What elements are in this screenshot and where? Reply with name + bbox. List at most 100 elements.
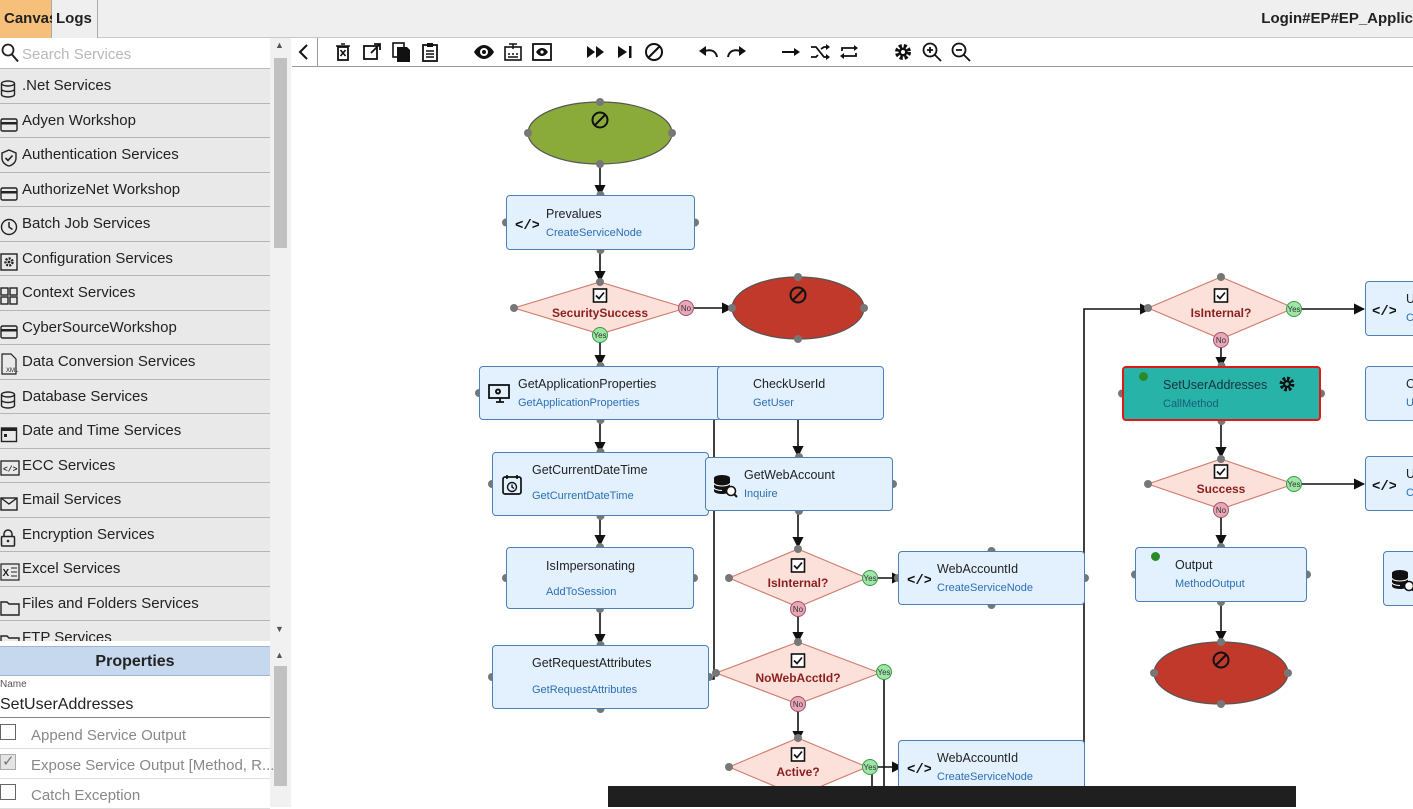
decision-node[interactable]: IsInternal? [1148, 277, 1294, 339]
props-scroll-up-icon[interactable]: ▲ [275, 650, 284, 660]
connection-port[interactable] [510, 304, 518, 312]
service-item[interactable]: Database Services [0, 380, 270, 415]
service-item[interactable]: Configuration Services [0, 242, 270, 277]
shuffle-icon[interactable] [809, 41, 831, 63]
decision-node[interactable]: Success [1148, 459, 1294, 509]
decision-node[interactable]: IsInternal? [729, 549, 867, 607]
connection-port[interactable] [794, 273, 802, 281]
connection-port[interactable] [596, 278, 604, 286]
connection-port[interactable] [728, 304, 736, 312]
search-input[interactable] [22, 43, 262, 65]
scroll-up-icon[interactable]: ▲ [275, 40, 284, 50]
flow-canvas[interactable]: SecuritySuccess IsInternal? NoWebAcctId?… [292, 67, 1413, 807]
redo-icon[interactable] [726, 41, 748, 63]
zoom-in-icon[interactable] [921, 41, 943, 63]
terminate-node[interactable] [528, 102, 672, 164]
decision-node[interactable]: NoWebAcctId? [716, 642, 880, 704]
service-item[interactable]: CyberSourceWorkshop [0, 311, 270, 346]
connection-port[interactable] [1144, 480, 1152, 488]
service-item[interactable]: Authentication Services [0, 138, 270, 173]
zoom-out-icon[interactable] [950, 41, 972, 63]
checkbox-box[interactable] [0, 784, 16, 800]
service-item[interactable]: FTPFTP Services [0, 621, 270, 641]
connection-port[interactable] [1150, 669, 1158, 677]
scroll-down-icon[interactable]: ▼ [275, 624, 284, 634]
chevron-left-icon[interactable] [293, 41, 315, 63]
arrow-right-icon[interactable] [780, 41, 802, 63]
delete-icon[interactable] [332, 41, 354, 63]
connection-port[interactable] [725, 574, 733, 582]
checkbox-box-checked[interactable] [0, 754, 16, 770]
service-list-scroll-thumb[interactable] [274, 58, 287, 248]
settings-gear-icon[interactable] [1277, 374, 1297, 398]
node-r4[interactable] [1383, 551, 1413, 606]
copy-icon[interactable] [390, 41, 412, 63]
service-item[interactable]: Batch Job Services [0, 207, 270, 242]
preview-icon[interactable] [502, 41, 524, 63]
connection-port[interactable] [1217, 455, 1225, 463]
name-field[interactable]: SetUserAddresses [0, 696, 270, 718]
connection-port[interactable] [725, 763, 733, 771]
service-item[interactable]: </>ECC Services [0, 449, 270, 484]
step-icon[interactable] [614, 41, 636, 63]
fast-forward-icon[interactable] [585, 41, 607, 63]
connection-port[interactable] [794, 638, 802, 646]
paste-icon[interactable] [419, 41, 441, 63]
service-item[interactable]: Adyen Workshop [0, 104, 270, 139]
eye-icon[interactable] [473, 41, 495, 63]
connection-port[interactable] [1217, 273, 1225, 281]
connection-port[interactable] [668, 129, 676, 137]
connection-port[interactable] [794, 545, 802, 553]
terminate-node[interactable] [1154, 642, 1288, 704]
connection-port[interactable] [1217, 700, 1225, 708]
undo-icon[interactable] [697, 41, 719, 63]
service-item[interactable]: AuthorizeNet Workshop [0, 173, 270, 208]
decision-node[interactable]: SecuritySuccess [514, 282, 686, 334]
service-item[interactable]: Date and Time Services [0, 414, 270, 449]
append-service-output-checkbox[interactable]: Append Service Output [0, 719, 270, 749]
terminate-node[interactable] [732, 277, 864, 339]
catch-exception-checkbox[interactable]: Catch Exception [0, 779, 270, 809]
gear-icon[interactable] [892, 41, 914, 63]
connection-port[interactable] [596, 160, 604, 168]
service-item[interactable]: Context Services [0, 276, 270, 311]
connection-port[interactable] [596, 98, 604, 106]
properties-scroll-thumb[interactable] [274, 666, 287, 786]
connection-port[interactable] [1144, 304, 1152, 312]
view-icon[interactable] [531, 41, 553, 63]
open-external-icon[interactable] [361, 41, 383, 63]
tab-logs[interactable]: Logs [52, 0, 98, 38]
connection-port[interactable] [712, 669, 720, 677]
repeat-icon[interactable] [838, 41, 860, 63]
service-item[interactable]: Encryption Services [0, 518, 270, 553]
checkbox-box[interactable] [0, 724, 16, 740]
connection-port[interactable] [1284, 669, 1292, 677]
service-item[interactable]: Email Services [0, 483, 270, 518]
service-item[interactable]: .Net Services [0, 69, 270, 104]
tab-canvas[interactable]: Canvas [0, 0, 52, 38]
service-item[interactable]: Files and Folders Services [0, 587, 270, 622]
connection-port[interactable] [794, 734, 802, 742]
connection-port[interactable] [860, 304, 868, 312]
expose-service-output-checkbox[interactable]: Expose Service Output [Method, R... [0, 749, 270, 779]
connection-port[interactable] [794, 335, 802, 343]
connection-port[interactable] [524, 129, 532, 137]
decision-label: Active? [776, 765, 819, 779]
block-icon[interactable] [643, 41, 665, 63]
connection-port[interactable] [1217, 638, 1225, 646]
